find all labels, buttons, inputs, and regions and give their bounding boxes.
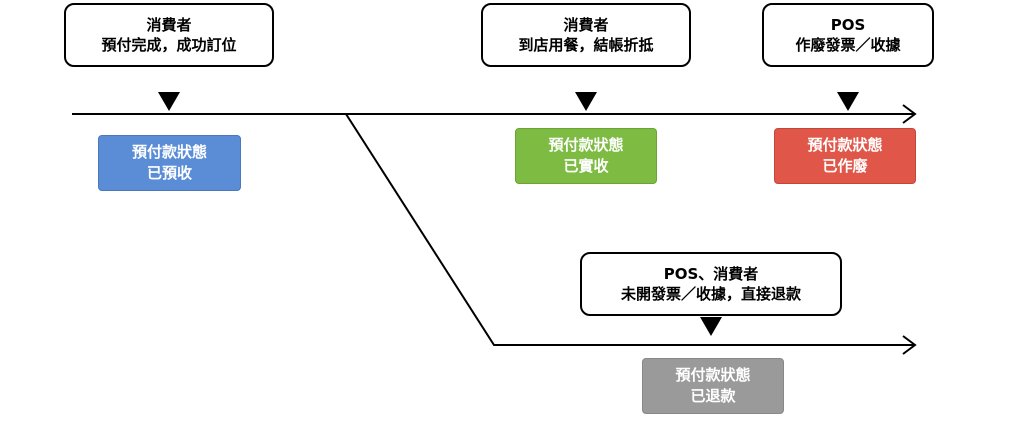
status-value: 已作廢: [822, 157, 868, 175]
refund-branch-line: [345, 113, 914, 346]
status-value: 已預收: [146, 164, 192, 182]
event-dine-callout: 消費者 到店用餐，結帳折抵: [481, 3, 691, 67]
event-actor: POS: [830, 16, 866, 34]
refund-timeline-arrowhead: [902, 335, 917, 355]
event-prepaid-pointer-icon: [158, 92, 180, 111]
status-label: 預付款狀態: [548, 136, 624, 154]
status-voided-badge: 預付款狀態 已作廢: [774, 128, 916, 184]
event-actor: POS、消費者: [663, 265, 759, 283]
status-realized-badge: 預付款狀態 已實收: [515, 128, 657, 184]
status-value: 已實收: [563, 157, 609, 175]
event-prepaid-callout: 消費者 預付完成，成功訂位: [64, 3, 274, 67]
status-refunded-badge: 預付款狀態 已退款: [642, 358, 784, 414]
status-label: 預付款狀態: [675, 366, 751, 384]
status-received-badge: 預付款狀態 已預收: [98, 135, 241, 191]
event-refund-pointer-icon: [700, 317, 722, 336]
status-value: 已退款: [690, 387, 736, 405]
event-actor: 消費者: [563, 16, 609, 34]
event-description: 未開發票／收據，直接退款: [620, 285, 801, 303]
event-description: 作廢發票／收據: [795, 36, 901, 54]
event-description: 到店用餐，結帳折抵: [518, 36, 654, 54]
status-label: 預付款狀態: [807, 136, 883, 154]
event-void-callout: POS 作廢發票／收據: [762, 3, 934, 67]
event-refund-callout: POS、消費者 未開發票／收據，直接退款: [580, 252, 842, 316]
event-void-pointer-icon: [837, 92, 859, 111]
main-timeline-arrowhead: [902, 104, 917, 124]
event-dine-pointer-icon: [575, 92, 597, 111]
status-label: 預付款狀態: [131, 143, 207, 161]
event-description: 預付完成，成功訂位: [101, 36, 237, 54]
event-actor: 消費者: [146, 16, 192, 34]
